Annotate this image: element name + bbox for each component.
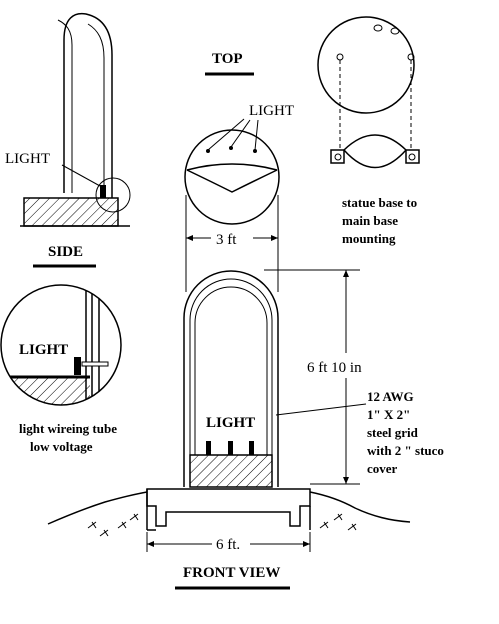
top-light-2 [229, 146, 233, 150]
front-title: FRONT VIEW [183, 565, 280, 581]
spec-line-5: cover [367, 461, 398, 476]
top-title: TOP [212, 51, 243, 67]
detail-tube [81, 361, 109, 367]
front-inner-base [189, 454, 273, 488]
tube-label-line-2: low voltage [30, 439, 93, 454]
front-main-base [146, 488, 311, 527]
front-light-3 [249, 441, 254, 455]
ground-marks-left [87, 513, 139, 537]
statue-bolt-left [336, 53, 344, 61]
top-leader-2 [230, 119, 251, 148]
statue-hole-2 [390, 27, 400, 35]
top-view: TOP LIGHT 3 ft [184, 51, 294, 292]
side-view: LIGHT SIDE [5, 12, 131, 268]
side-light-fixture [100, 185, 106, 198]
detail-light-fixture [74, 357, 81, 375]
top-leader-3 [254, 119, 259, 151]
side-arch-inner [57, 19, 73, 193]
mount-bolt-left [334, 153, 342, 161]
statue-base-circle [317, 16, 415, 114]
tube-label-line-1: light wireing tube [19, 421, 117, 436]
front-light-1 [206, 441, 211, 455]
spec-line-1: 12 AWG [367, 389, 414, 404]
statue-hole-1 [373, 24, 383, 32]
dim-6ft-label: 6 ft. [216, 537, 240, 553]
dim-height-arrow-top [343, 270, 349, 277]
statue-label-line-3: mounting [342, 231, 396, 246]
spec-leader [275, 403, 367, 416]
side-title: SIDE [48, 244, 83, 260]
side-light-label: LIGHT [5, 151, 50, 167]
top-arc-lower [186, 169, 278, 193]
main-base-lens [342, 134, 408, 169]
top-arc-upper [186, 163, 278, 171]
dim-6ft-arrow-left [147, 541, 154, 547]
top-leader-1 [207, 118, 245, 151]
top-circle [184, 129, 280, 225]
front-view: LIGHT 6 ft 10 in 12 AWG 1" X 2" [47, 269, 444, 590]
statue-base-mounting: statue base to main base mounting [317, 16, 420, 246]
statue-label-line-2: main base [342, 213, 398, 228]
mount-tab-left [330, 149, 345, 164]
light-detail: LIGHT light wireing tube low voltage [0, 284, 122, 454]
ground-marks-right [319, 513, 357, 531]
detail-light-label: LIGHT [19, 342, 68, 358]
dim-height-label: 6 ft 10 in [307, 360, 362, 376]
front-arch-outer [183, 270, 279, 487]
side-arch-outer [63, 12, 113, 198]
front-light-label: LIGHT [206, 415, 255, 431]
spec-line-3: steel grid [367, 425, 419, 440]
front-arch-inner [194, 286, 268, 455]
dim-3ft-arrow-left [186, 235, 193, 241]
front-light-2 [228, 441, 233, 455]
mount-tab-right [405, 149, 420, 164]
side-light-leader [61, 164, 101, 187]
top-light-3 [253, 149, 257, 153]
front-arch-mid [189, 278, 273, 487]
dim-height-arrow-bottom [343, 477, 349, 484]
statue-label-line-1: statue base to [342, 195, 417, 210]
spec-line-4: with 2 " stuco [367, 443, 444, 458]
top-light-1 [206, 149, 210, 153]
spec-line-2: 1" X 2" [367, 407, 410, 422]
side-detail-circle [95, 177, 131, 213]
ground-left [47, 491, 148, 525]
side-arch-inner-2 [87, 23, 105, 198]
side-base [23, 197, 119, 227]
dim-3ft-arrow-right [271, 235, 278, 241]
dim-3ft-label: 3 ft [216, 232, 237, 248]
top-light-label: LIGHT [249, 103, 294, 119]
mount-bolt-right [408, 153, 416, 161]
ground-right [309, 491, 411, 523]
dim-6ft-arrow-right [303, 541, 310, 547]
